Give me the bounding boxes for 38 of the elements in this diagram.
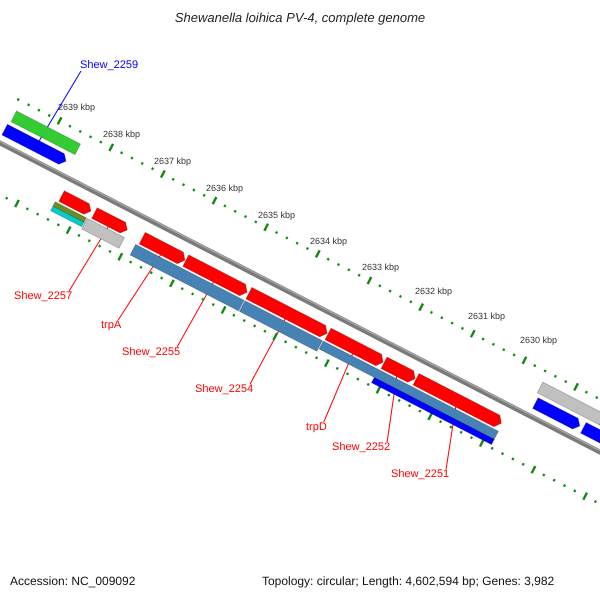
gene-label: Shew_2255 (122, 347, 180, 358)
gene-segment (91, 207, 128, 234)
scale-label: 2634 kbp (310, 237, 348, 246)
diagram-title: Shewanella loihica PV-4, complete genome (174, 11, 426, 24)
scale-label: 2633 kbp (362, 263, 400, 272)
gene-label: Shew_2259 (80, 60, 138, 71)
scale-label: 2639 kbp (58, 103, 96, 112)
gene-segment (50, 206, 85, 228)
gene-label: trpD (306, 422, 327, 433)
gene-segment (238, 300, 323, 352)
gene-label: Shew_2251 (391, 469, 450, 480)
gene-segment (324, 328, 384, 366)
gene-segment (10, 110, 82, 156)
gene-segment (58, 190, 92, 215)
gene-segment (412, 372, 502, 428)
scale-label: 2632 kbp (415, 287, 452, 296)
scale-label: 2636 kbp (206, 184, 244, 193)
scale-label: 2631 kbp (468, 312, 506, 321)
scale-label: 2637 kbp (154, 157, 192, 166)
accession-text: Accession: NC_009092 (10, 575, 136, 587)
gene-segment (1, 124, 66, 165)
gene-segment (536, 382, 600, 426)
gene-segment (380, 356, 416, 383)
gene-label: trpA (101, 320, 122, 331)
gene-label: Shew_2257 (14, 291, 72, 302)
gene-label: Shew_2252 (332, 442, 390, 453)
gene-segment (81, 218, 126, 249)
scale-label: 2635 kbp (258, 211, 296, 220)
gene-segment (130, 244, 245, 312)
genome-info-text: Topology: circular; Length: 4,602,594 bp; Genes: 3,982 (262, 575, 554, 587)
leader-line (323, 353, 354, 422)
gene-segment (245, 286, 328, 338)
gene-label: Shew_2254 (195, 384, 254, 395)
gene-segment (532, 397, 580, 430)
scale-label: 2630 kbp (520, 336, 558, 345)
gene-segment (182, 254, 248, 296)
scale-label: 2638 kbp (103, 130, 140, 139)
gene-segment (138, 232, 186, 264)
